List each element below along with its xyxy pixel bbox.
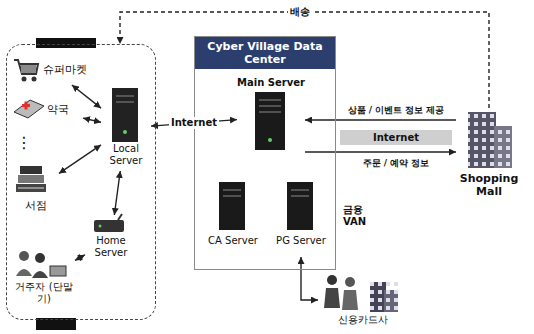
flow-arrow (59, 145, 101, 173)
internet-band (340, 130, 452, 145)
home-server-icon (94, 214, 124, 232)
node-label: Shopping Mall (456, 172, 522, 198)
resident-node: 거주자 (단말기) (13, 249, 75, 307)
node-label: Local Server (101, 143, 151, 167)
flow-arrow (83, 118, 101, 122)
title-bar (36, 38, 96, 48)
shopping-mall-icon (468, 112, 512, 168)
server-node: Local Server (101, 85, 151, 171)
network-label: Internet (371, 132, 421, 144)
server-node: PG Server (273, 179, 329, 257)
node-label: 서점 (13, 199, 59, 212)
shop-node: 슈퍼마켓 (13, 55, 93, 85)
node-label: Main Server (237, 77, 305, 89)
center-heading: Cyber Village Data Center (195, 37, 335, 69)
flow-arrow (114, 171, 120, 215)
main-server-icon (255, 92, 285, 150)
flow-arrow (305, 119, 456, 120)
edge-label: 배송 (288, 6, 312, 18)
supermarket-icon (14, 60, 38, 82)
node-label: 거주자 (단말기) (13, 281, 75, 305)
node-label: 슈퍼마켓 (43, 63, 93, 76)
node-label: 약국 (47, 103, 83, 116)
flow-arrow (301, 257, 318, 300)
card-company-icon (324, 275, 398, 312)
node-label: Home Server (85, 235, 137, 259)
node-label: 신용카드사 (318, 314, 408, 326)
local-server-icon (112, 88, 138, 142)
server-node: CA Server (205, 179, 261, 257)
shop-node: 약국 (13, 95, 83, 125)
flow-arrow (75, 255, 85, 261)
ca-server-icon (219, 182, 245, 230)
network-label: 금융 VAN (343, 204, 373, 228)
bookstore-icon (16, 166, 46, 192)
pharmacy-icon (14, 100, 44, 118)
flow-arrow (72, 85, 101, 108)
edge-label: 주문 / 예약 정보 (361, 158, 432, 169)
edge-label: Internet (169, 117, 219, 129)
node-label: PG Server (273, 235, 329, 247)
resident-icon (16, 251, 66, 278)
card-company-node: 신용카드사 (318, 272, 408, 330)
pg-server-icon (287, 182, 313, 230)
community-region: 슈퍼마켓약국서점거주자 (단말기) Local ServerHome Server (6, 44, 156, 320)
shop-node: 서점 (13, 161, 59, 217)
node-label: CA Server (205, 235, 261, 247)
edge-label: 상품 / 이벤트 정보 제공 (346, 105, 447, 116)
server-node: Home Server (85, 215, 137, 265)
server-node: Main Server (237, 75, 305, 159)
mall-node: Shopping Mall (456, 108, 522, 208)
ellipsis-mark: ⋮ (16, 133, 32, 152)
delivery-line (120, 12, 489, 108)
flow-arrow (305, 151, 456, 152)
data-center-box: Cyber Village Data CenterMain Server CA S… (194, 36, 336, 270)
